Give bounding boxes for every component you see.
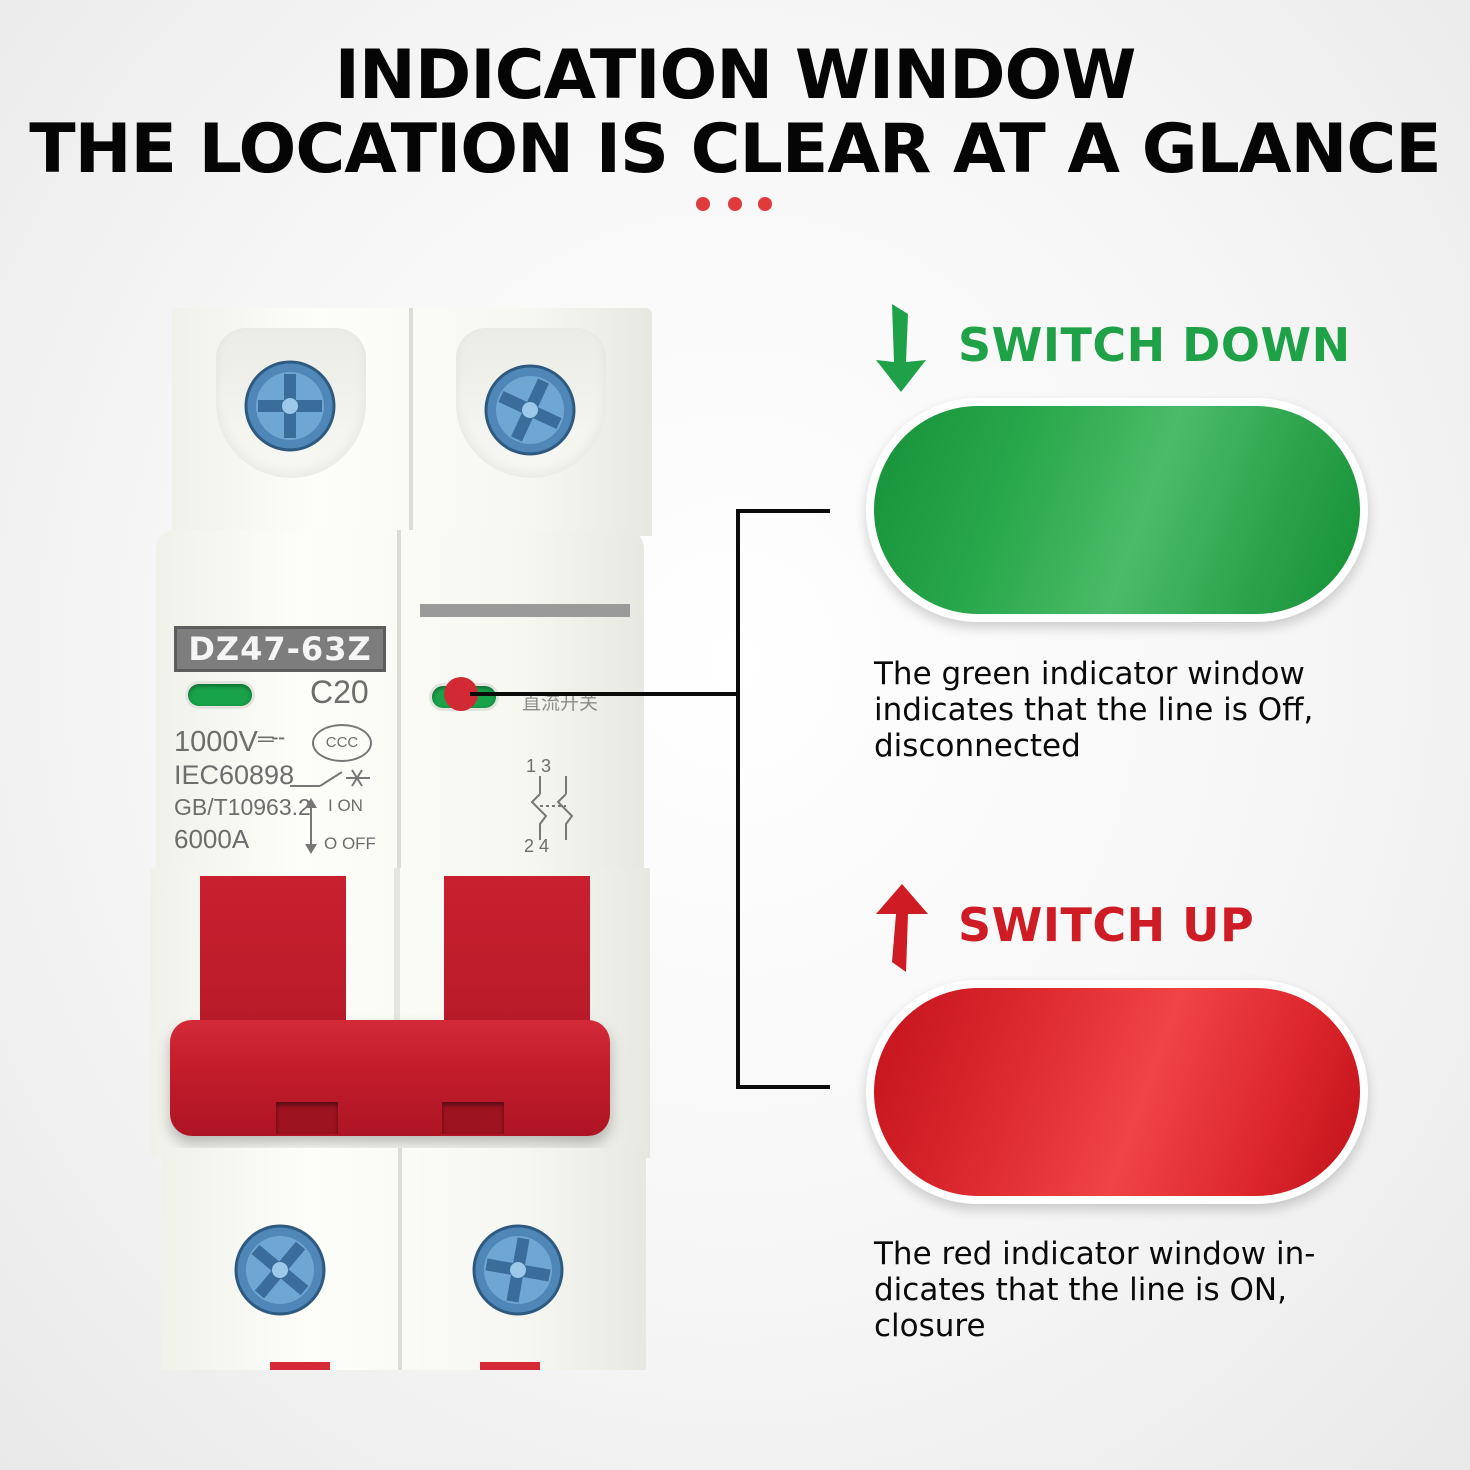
switch-down-description: The green indicator window indicates tha… [874, 656, 1314, 764]
pole-seam [409, 308, 413, 536]
dc-symbol: ═╌ [258, 726, 285, 751]
red-pill-fill [874, 988, 1360, 1196]
decorative-dots [696, 197, 776, 213]
green-pill-fill [874, 406, 1360, 614]
terminal-screw-icon [484, 364, 576, 456]
dot [728, 197, 742, 211]
pole-seam [398, 1148, 402, 1370]
pole-seam [394, 868, 400, 1048]
circuit-breaker-illustration: DZ47-63Z C20 1000V ═╌ CCC IEC60898 GB/T1… [150, 308, 660, 1370]
arrow-up-icon [876, 884, 928, 972]
arrow-down-icon [876, 304, 926, 392]
green-indicator-window [188, 684, 252, 706]
standard-iec: IEC60898 [174, 760, 295, 790]
red-indicator-sample [866, 980, 1368, 1204]
toggle-handle-bar[interactable] [170, 1020, 610, 1136]
model-plate: DZ47-63Z [174, 626, 386, 672]
handle-slot [276, 1102, 338, 1134]
standard-gb: GB/T10963.2 [174, 794, 311, 820]
switch-up-description: The red indicator window in-dicates that… [874, 1236, 1316, 1344]
connector-top-branch [736, 509, 830, 513]
on-label: I ON [328, 796, 363, 815]
handle-slot [442, 1102, 504, 1134]
pole-seam [397, 530, 401, 870]
breaking-capacity: 6000A [174, 824, 250, 854]
connector-bottom-branch [736, 1085, 830, 1089]
on-off-arrow-icon [305, 798, 317, 854]
connector-vertical [736, 509, 740, 1089]
ccc-cert-mark: CCC [312, 724, 372, 762]
wiring-diagram-icon [530, 776, 574, 840]
red-bottom-tab [270, 1362, 330, 1370]
connector-horizontal [470, 692, 740, 696]
left-handle [200, 876, 346, 1046]
switch-up-title: SWITCH UP [958, 898, 1255, 952]
dot [758, 197, 772, 211]
dot [696, 197, 710, 211]
terminal-screw-icon [234, 1224, 326, 1316]
off-label: O OFF [324, 834, 376, 853]
headline-line-2: THE LOCATION IS CLEAR AT A GLANCE [29, 110, 1442, 189]
wiring-bottom-numbers: 2 4 [524, 836, 550, 856]
terminal-screw-icon [244, 360, 336, 452]
voltage-rating: 1000V [174, 726, 258, 758]
red-bottom-tab [480, 1362, 540, 1370]
grey-label-strip [420, 604, 630, 617]
switch-symbol-icon [290, 769, 370, 787]
current-rating: C20 [310, 674, 369, 710]
switch-down-title: SWITCH DOWN [958, 318, 1351, 372]
wiring-top-numbers: 1 3 [526, 756, 552, 776]
green-indicator-sample [866, 398, 1368, 622]
chinese-label: 直流开关 [522, 693, 599, 714]
headline-line-1: INDICATION WINDOW [334, 36, 1137, 115]
right-handle [444, 876, 590, 1046]
terminal-screw-icon [472, 1224, 564, 1316]
